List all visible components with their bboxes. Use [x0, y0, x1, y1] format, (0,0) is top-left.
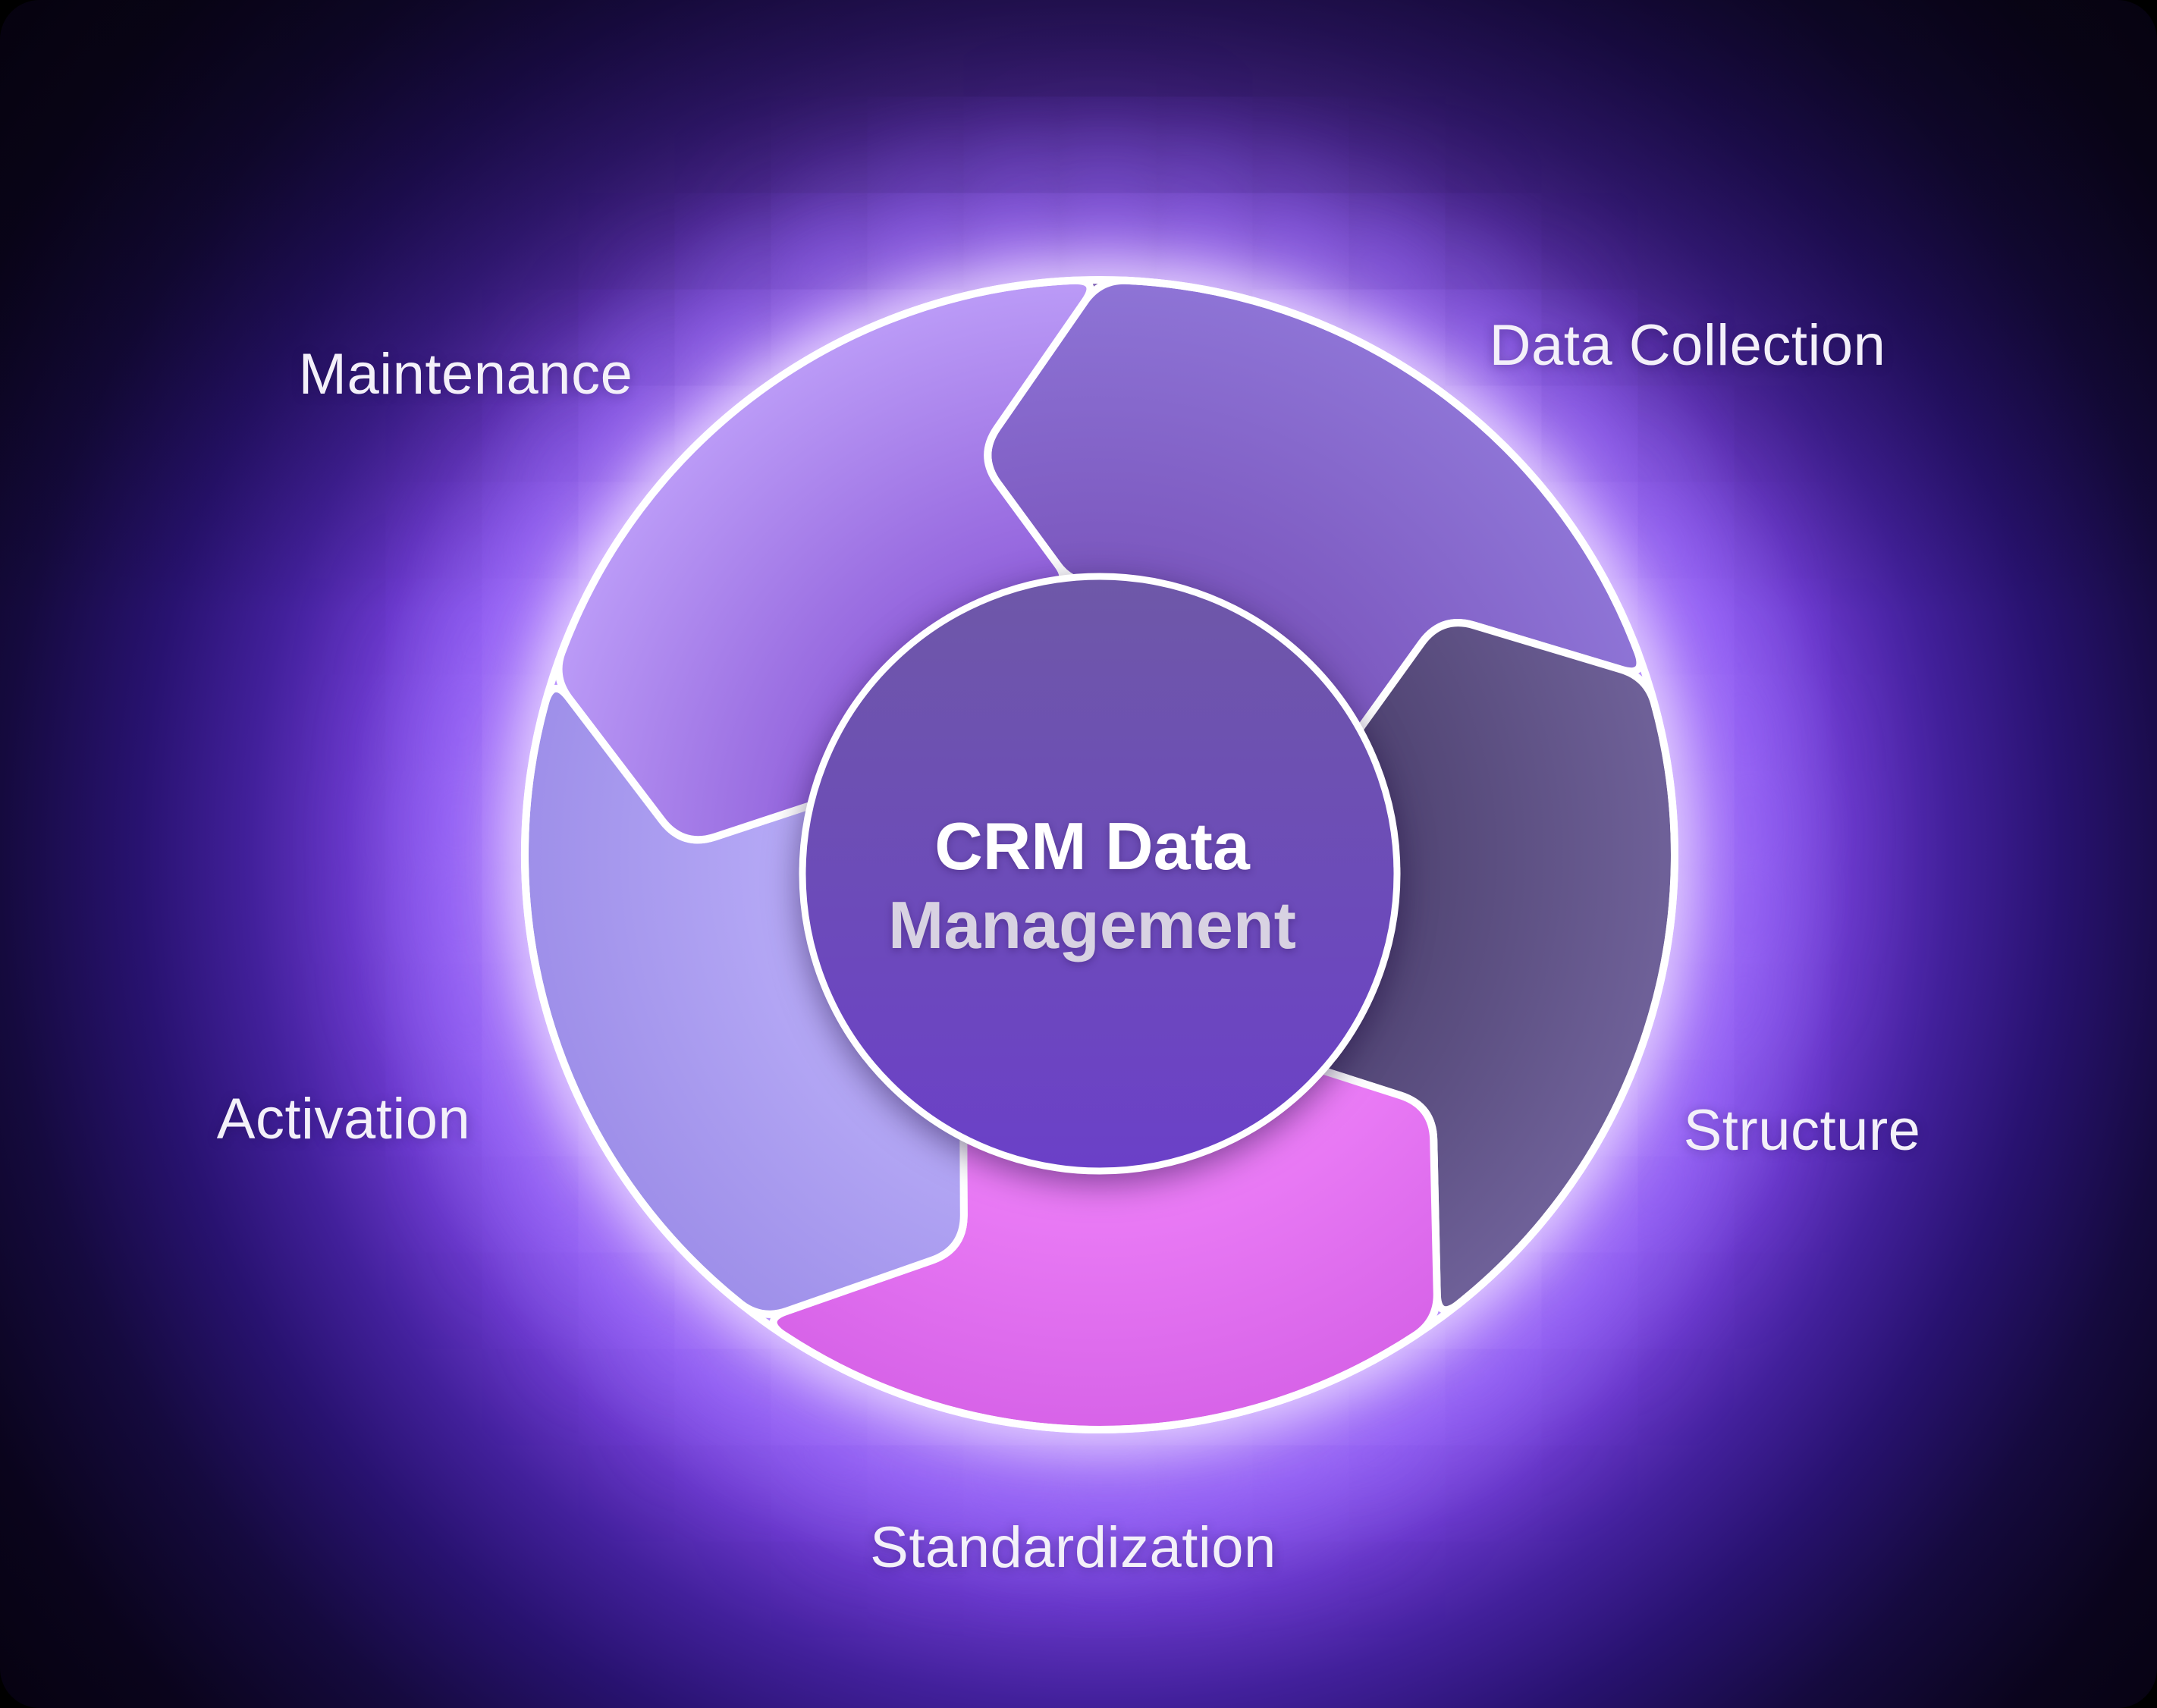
- center-circle: [799, 573, 1401, 1175]
- outer-ring: [521, 276, 1678, 1433]
- cycle-wheel: [520, 276, 1679, 1433]
- center-title: CRM Data Management: [804, 807, 1380, 965]
- segment-label-data-collection: Data Collection: [1489, 313, 1886, 378]
- segment-label-maintenance: Maintenance: [298, 342, 633, 407]
- segment-label-standardization: Standardization: [870, 1515, 1276, 1580]
- segment-label-structure: Structure: [1683, 1098, 1921, 1163]
- center-title-line2: Management: [888, 887, 1296, 962]
- segment-label-activation: Activation: [216, 1087, 471, 1151]
- center-title-line1: CRM Data: [934, 808, 1250, 884]
